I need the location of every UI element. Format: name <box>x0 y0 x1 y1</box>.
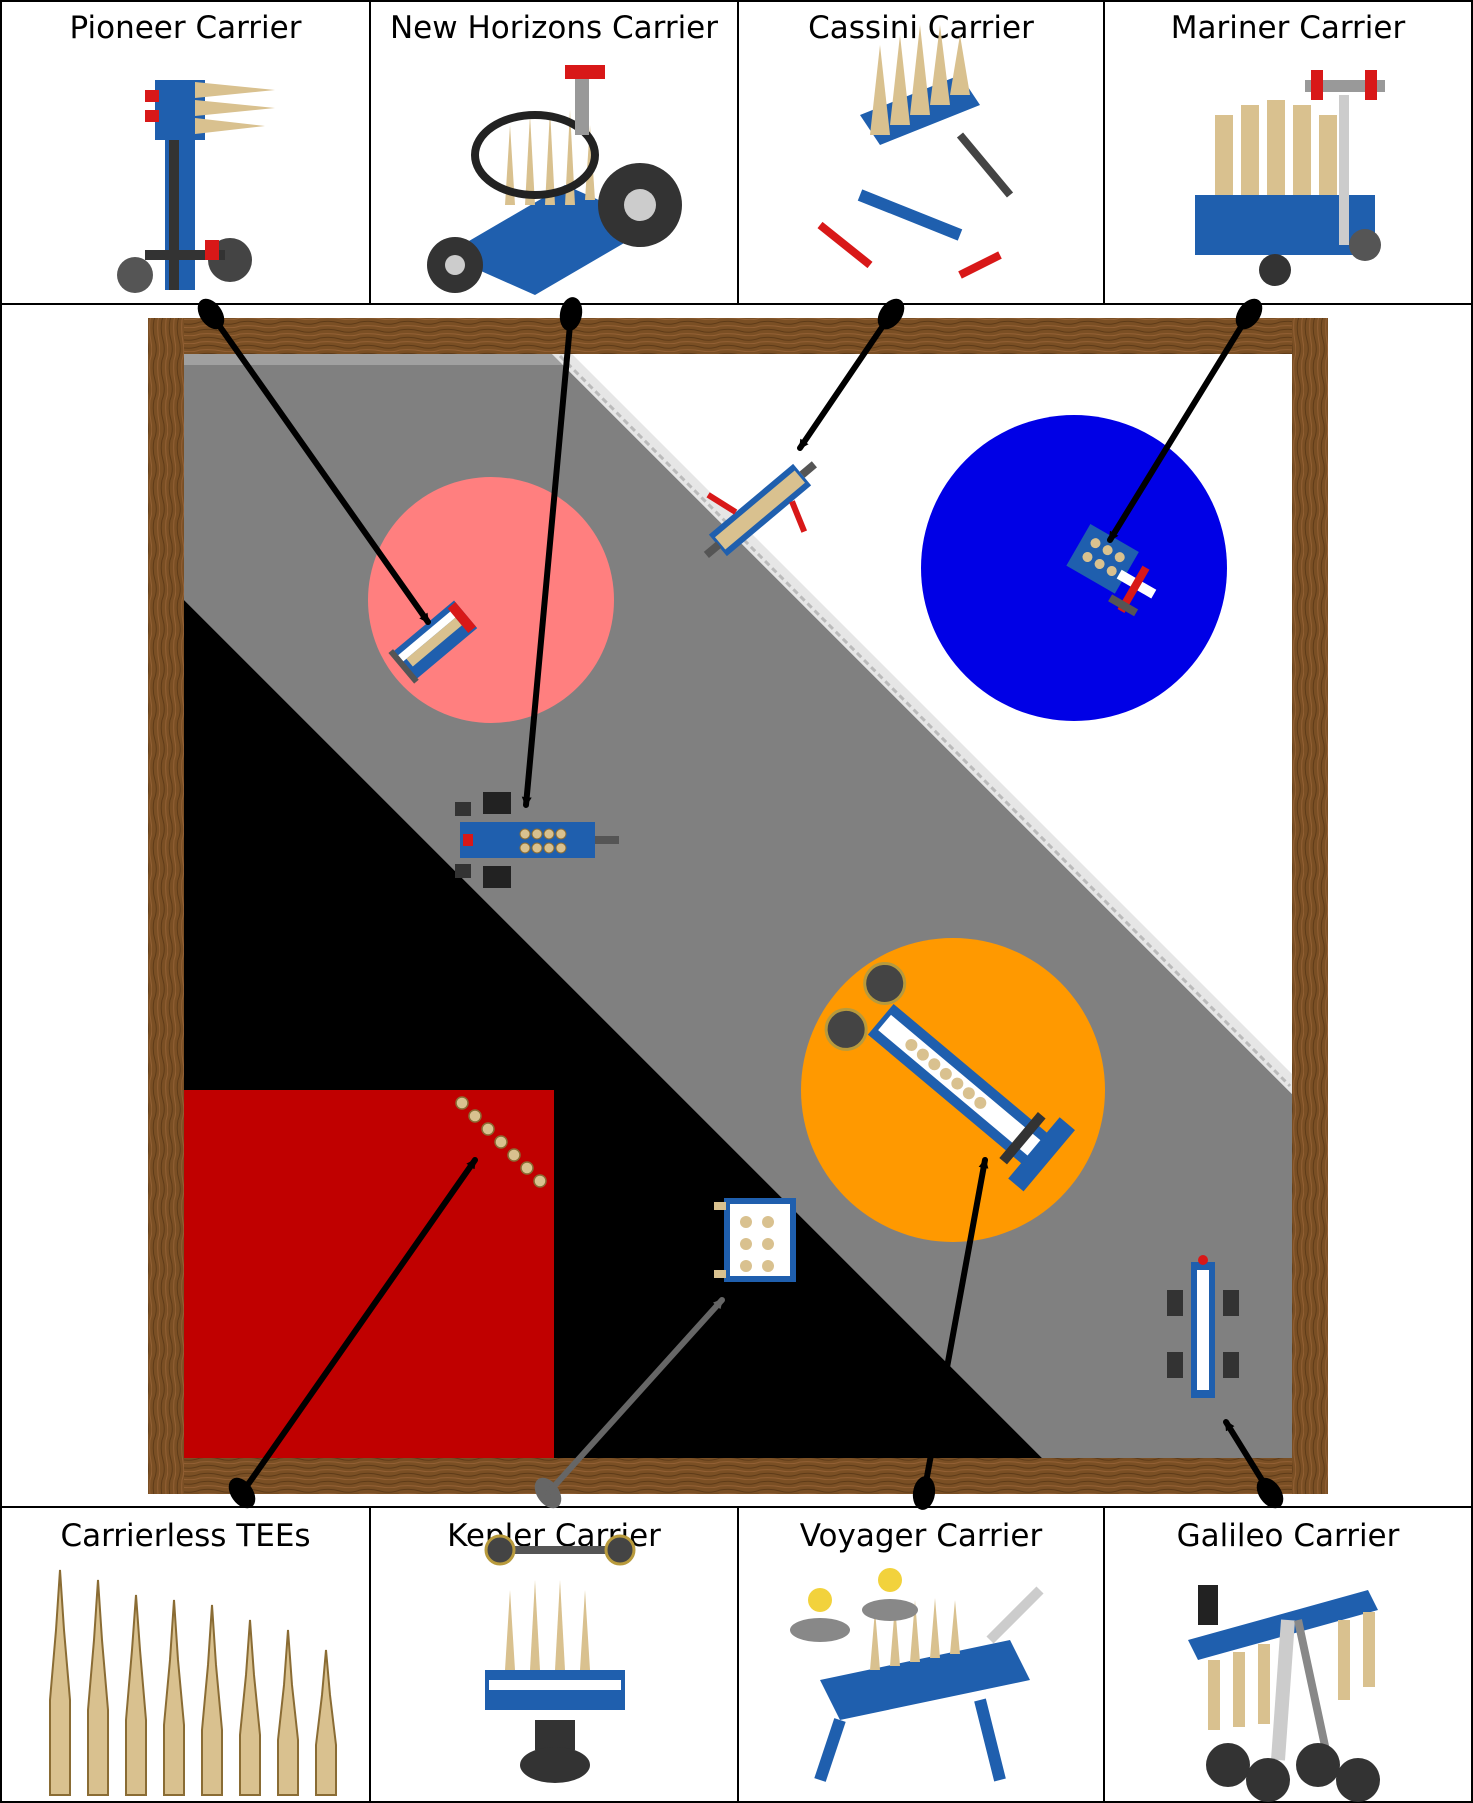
field-board <box>148 318 1328 1494</box>
frame-top <box>148 318 1328 354</box>
cassini-carrier-model-icon <box>820 25 1010 275</box>
kepler-carrier-model-icon <box>485 1536 634 1783</box>
galileo-carrier-model-icon <box>1188 1585 1380 1802</box>
frame-bottom <box>148 1458 1328 1494</box>
tees-model-icon <box>50 1570 336 1795</box>
frame-left <box>148 318 184 1494</box>
field-kepler-carrier <box>714 1198 796 1282</box>
mariner-carrier-model-icon <box>1195 70 1385 286</box>
voyager-carrier-model-icon <box>790 1568 1040 1780</box>
frame-right <box>1292 318 1328 1494</box>
pink-circle <box>368 477 614 723</box>
new-horizons-carrier-model-icon <box>427 65 682 295</box>
pioneer-carrier-model-icon <box>117 80 275 293</box>
